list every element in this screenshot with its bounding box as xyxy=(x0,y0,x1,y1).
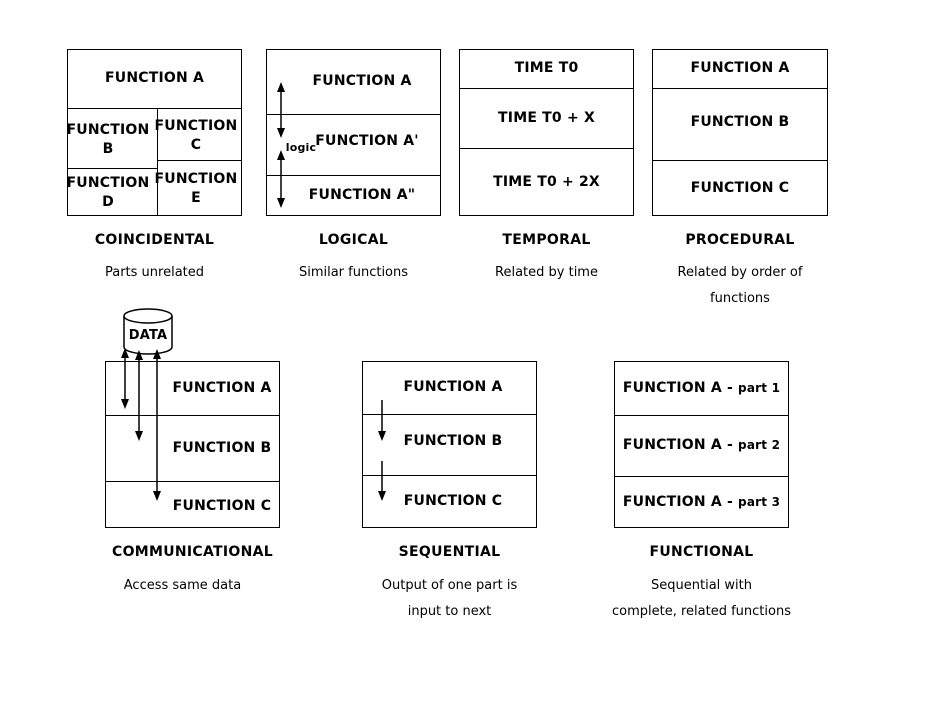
temporal-divider-1 xyxy=(459,88,634,89)
functional-part-1: FUNCTION A - part 1 xyxy=(614,361,789,415)
logical-description: Similar functions xyxy=(298,265,409,280)
procedural-divider-2 xyxy=(652,160,828,161)
sequential-description-line1: Output of one part is xyxy=(381,578,518,593)
temporal-title: TEMPORAL xyxy=(502,232,591,248)
functional-part-2-main: FUNCTION A - xyxy=(622,437,739,454)
logical-divider-2 xyxy=(266,175,441,176)
communicational-function-b: FUNCTION B xyxy=(172,439,272,456)
coincidental-function-d: FUNCTION D xyxy=(66,175,150,210)
functional-part-1-suffix: part 1 xyxy=(738,380,781,395)
procedural-function-b: FUNCTION B xyxy=(690,113,790,130)
coincidental-function-c: FUNCTION C xyxy=(154,117,238,153)
functional-part-1-main: FUNCTION A - xyxy=(622,379,739,396)
communicational-function-a: FUNCTION A xyxy=(172,379,272,396)
coincidental-module-box xyxy=(67,49,242,216)
sequential-function-c: FUNCTION C xyxy=(403,493,503,510)
coincidental-divider-left-mid xyxy=(67,168,157,169)
temporal-description: Related by time xyxy=(495,265,598,280)
functional-part-2: FUNCTION A - part 2 xyxy=(614,415,789,476)
coincidental-title: COINCIDENTAL xyxy=(94,232,215,248)
functional-divider-1 xyxy=(614,415,789,416)
coincidental-function-b: FUNCTION B xyxy=(66,122,150,157)
functional-description-line2: complete, related functions xyxy=(612,604,791,619)
sequential-divider-1 xyxy=(362,414,537,415)
functional-part-2-suffix: part 2 xyxy=(738,438,781,453)
sequential-divider-2 xyxy=(362,475,537,476)
logical-function-a-prime: FUNCTION A' xyxy=(315,133,419,150)
procedural-function-a: FUNCTION A xyxy=(690,60,790,77)
functional-module-box xyxy=(614,361,789,528)
functional-part-3: FUNCTION A - part 3 xyxy=(614,476,789,528)
functional-divider-2 xyxy=(614,476,789,477)
coincidental-divider-top xyxy=(67,108,242,109)
logical-function-a-double-prime: FUNCTION A" xyxy=(308,187,416,204)
communicational-divider-1 xyxy=(105,415,280,416)
temporal-module-box xyxy=(459,49,634,216)
communicational-divider-2 xyxy=(105,481,280,482)
sequential-description-line2: input to next xyxy=(407,604,492,619)
sequential-function-b: FUNCTION B xyxy=(403,433,503,450)
temporal-time-t0-plus-2x: TIME T0 + 2X xyxy=(493,173,600,190)
communicational-description: Access same data xyxy=(123,578,242,593)
temporal-divider-2 xyxy=(459,148,634,149)
communicational-function-c: FUNCTION C xyxy=(172,498,272,515)
logical-function-a: FUNCTION A xyxy=(312,73,412,90)
logical-divider-1 xyxy=(266,114,441,115)
procedural-description-line2: functions xyxy=(710,291,770,306)
functional-part-3-suffix: part 3 xyxy=(738,494,781,509)
coincidental-divider-right-mid xyxy=(157,160,242,161)
functional-description-line1: Sequential with xyxy=(651,578,752,593)
communicational-title: COMMUNICATIONAL xyxy=(112,544,273,560)
communicational-data-label: DATA xyxy=(128,328,168,344)
sequential-module-box xyxy=(362,361,537,528)
coincidental-description: Parts unrelated xyxy=(104,265,205,280)
logical-module-box xyxy=(266,49,441,216)
functional-title: FUNCTIONAL xyxy=(649,544,754,560)
procedural-divider-1 xyxy=(652,88,828,89)
temporal-time-t0: TIME T0 xyxy=(514,60,579,77)
logical-title: LOGICAL xyxy=(318,232,389,248)
coincidental-function-a: FUNCTION A xyxy=(104,70,204,87)
communicational-module-box xyxy=(105,361,280,528)
sequential-function-a: FUNCTION A xyxy=(403,379,503,396)
coincidental-function-e: FUNCTION E xyxy=(154,171,238,206)
sequential-title: SEQUENTIAL xyxy=(398,544,501,560)
procedural-function-c: FUNCTION C xyxy=(690,179,790,196)
temporal-time-t0-plus-x: TIME T0 + X xyxy=(498,109,595,126)
coincidental-divider-vertical xyxy=(157,108,158,216)
procedural-title: PROCEDURAL xyxy=(685,232,795,248)
procedural-description-line1: Related by order of xyxy=(677,265,803,280)
functional-part-3-main: FUNCTION A - xyxy=(622,493,739,510)
logical-logic-label: logic xyxy=(285,140,317,154)
procedural-module-box xyxy=(652,49,828,216)
